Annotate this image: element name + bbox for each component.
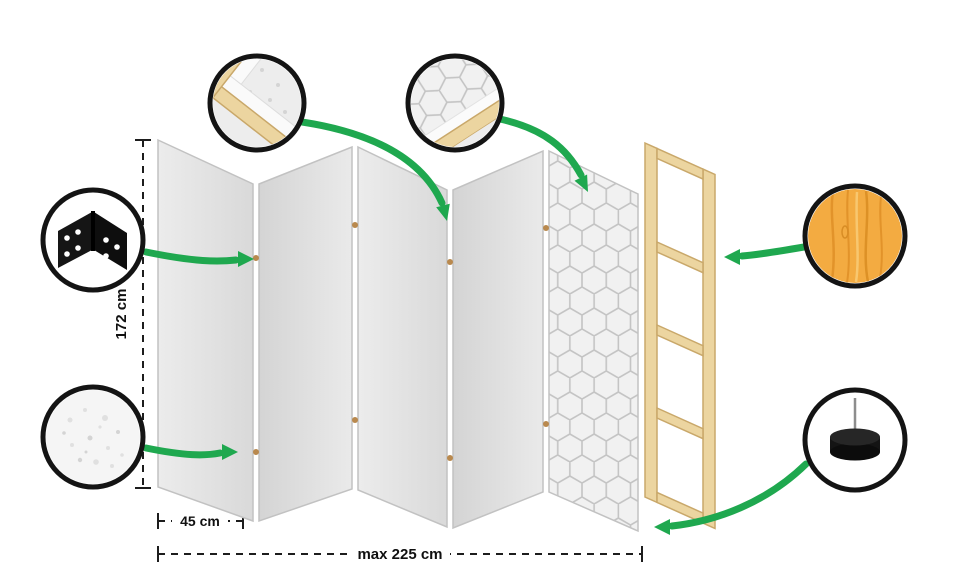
total-width-label: max 225 cm	[357, 546, 442, 563]
arrows	[142, 115, 810, 535]
total-width-dimension: max 225 cm	[157, 544, 643, 564]
panel-3	[357, 145, 448, 529]
foot-icon	[830, 398, 880, 461]
panel-width-label: 45 cm	[180, 513, 220, 529]
arrow-fleece	[142, 444, 238, 460]
panel-1	[157, 138, 254, 523]
panel-5-printed	[548, 149, 639, 533]
wooden-frame	[644, 141, 716, 530]
height-label: 172 cm	[113, 289, 130, 340]
arrow-hinge	[142, 248, 254, 267]
panel-width-dimension: 45 cm	[157, 511, 244, 530]
hinge-pins	[253, 222, 549, 461]
print-edge-icon	[411, 59, 499, 147]
arrow-print-edge	[496, 115, 588, 192]
panel-4	[452, 149, 544, 530]
arrow-foot	[654, 460, 810, 535]
callout-hinge	[40, 187, 146, 293]
wood-texture-icon	[808, 189, 902, 283]
callout-frame-corner	[207, 53, 307, 153]
arrow-frame-corner	[298, 118, 450, 221]
callout-wood	[802, 183, 908, 289]
callout-print-edge	[405, 53, 505, 153]
arrow-wood	[724, 243, 808, 265]
panel-2	[258, 145, 353, 523]
callout-foot	[802, 387, 908, 493]
callout-fleece	[40, 384, 146, 490]
fleece-texture-icon	[46, 390, 140, 484]
screen-panels	[157, 138, 639, 533]
hinge-icon	[58, 211, 127, 270]
